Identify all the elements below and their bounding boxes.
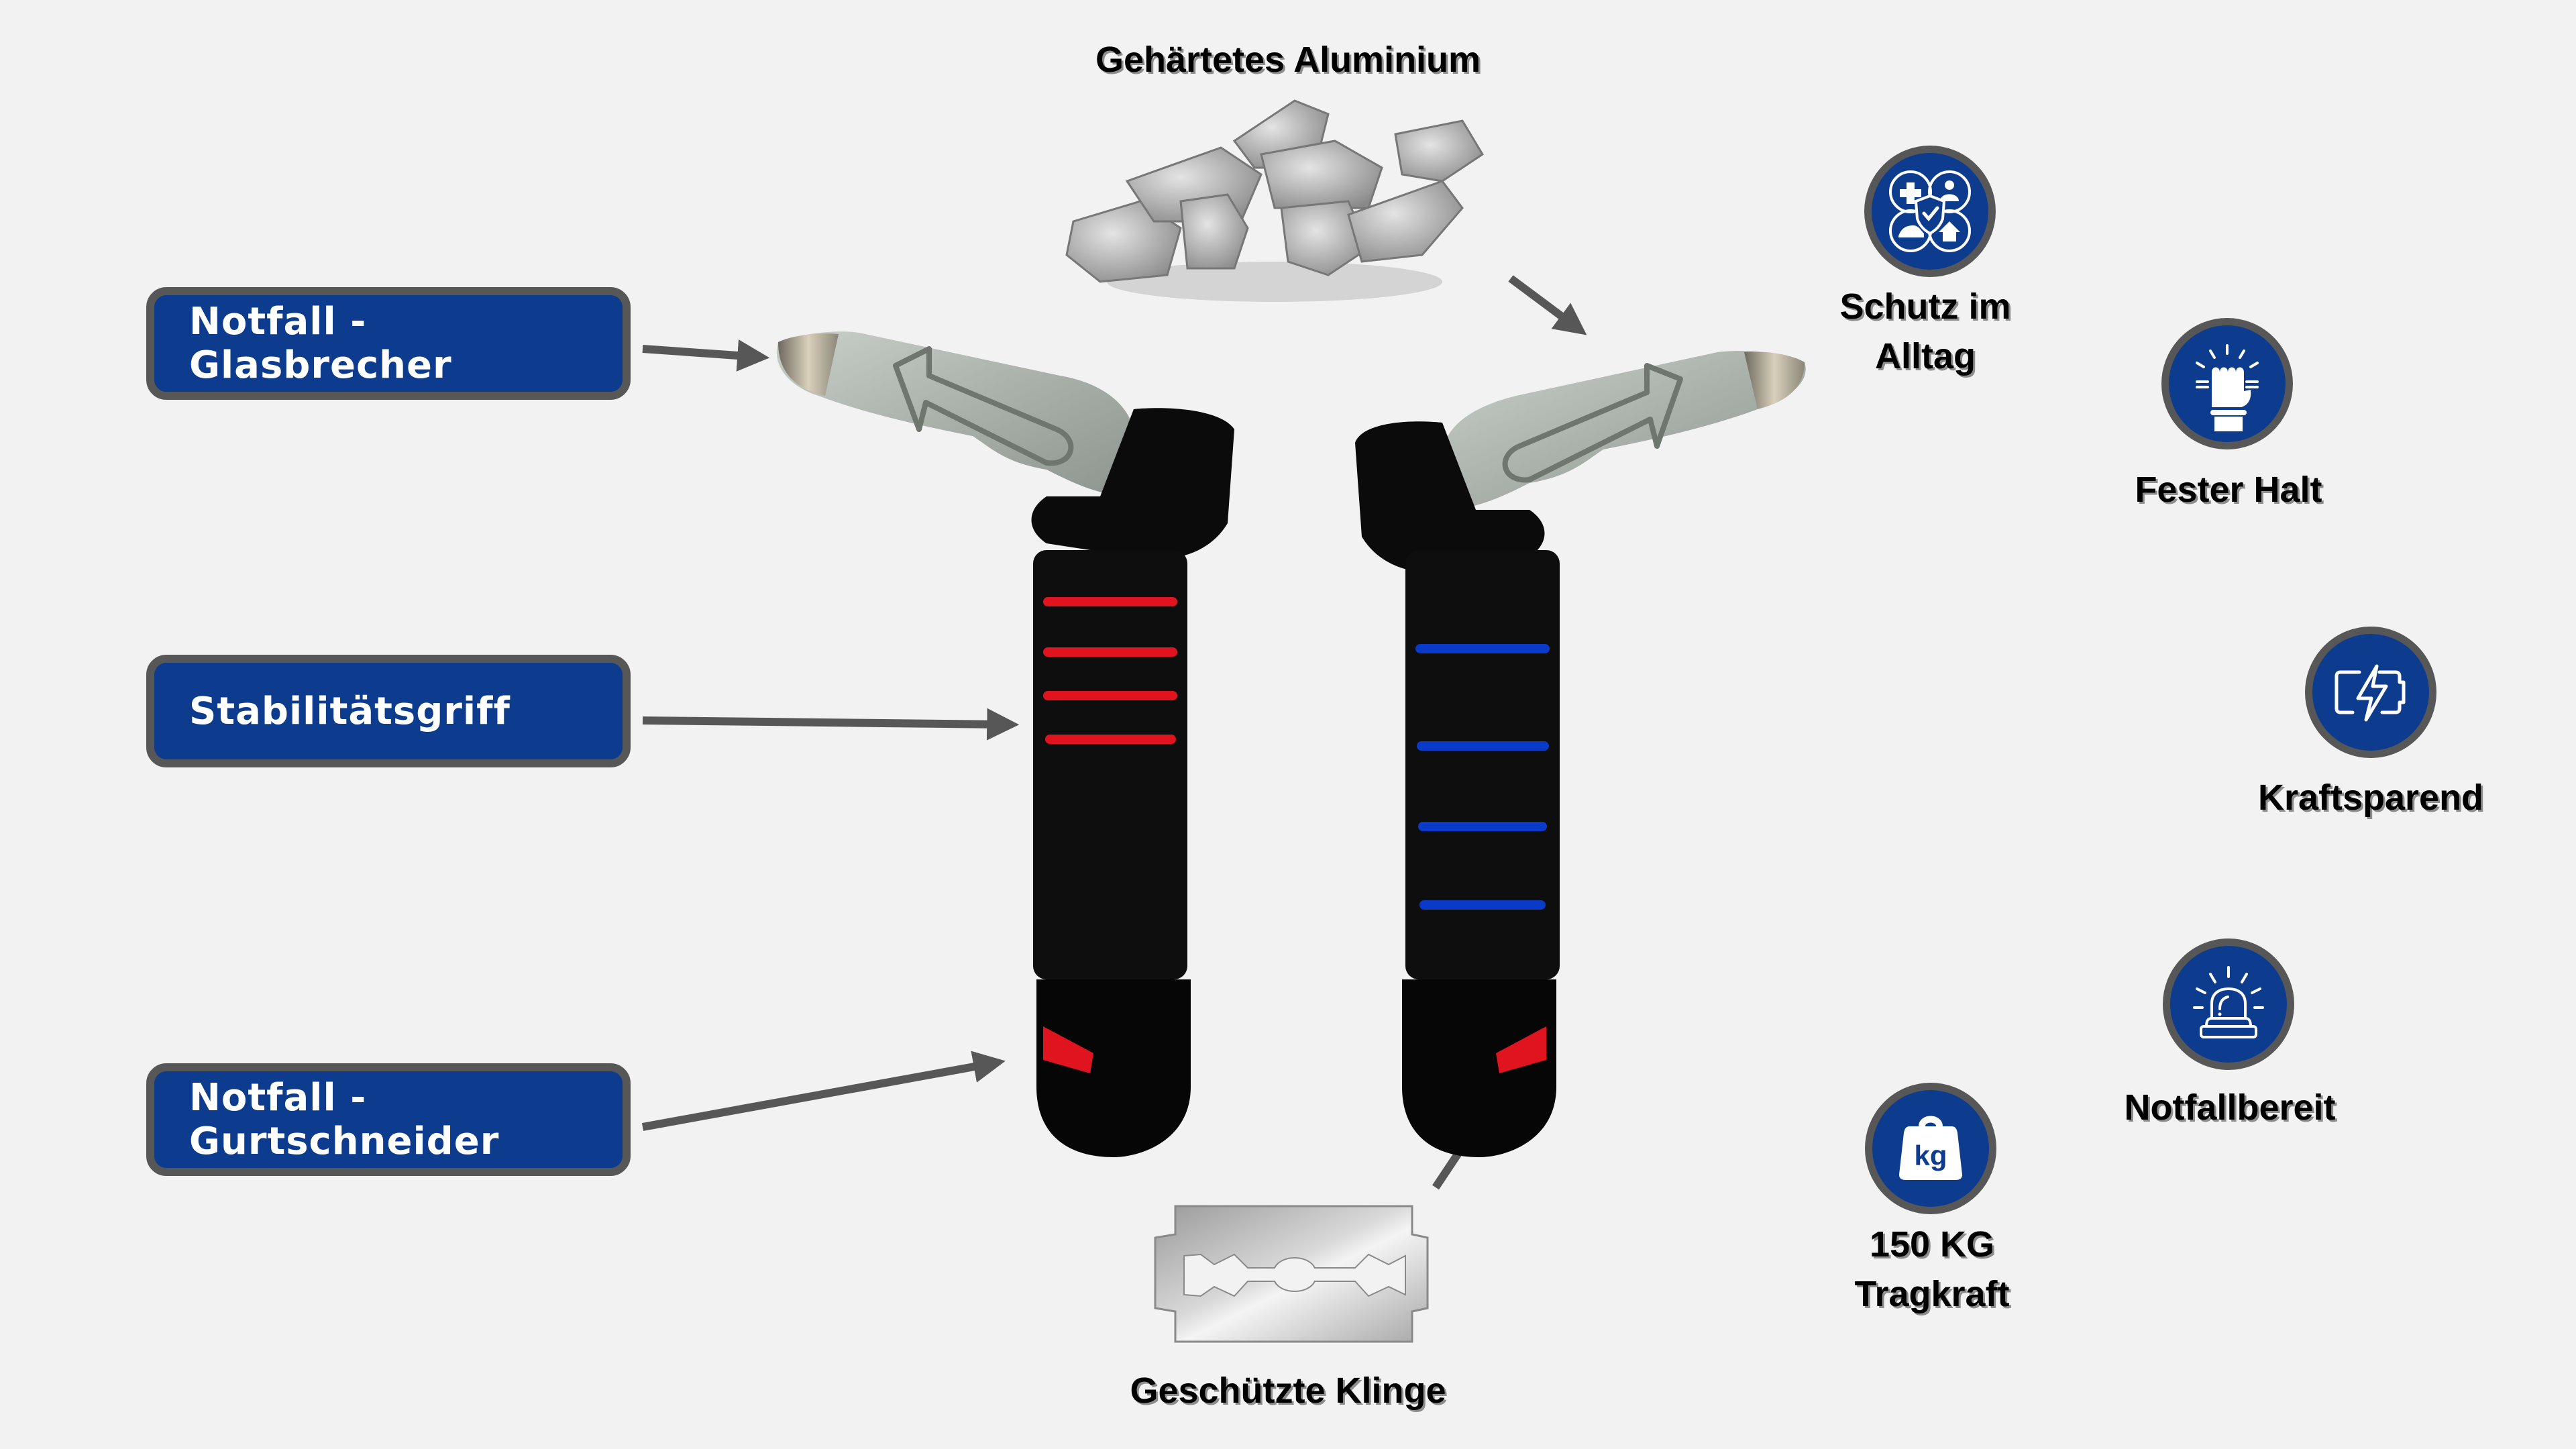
callout-glass-breaker-label: Notfall - Glasbrecher: [189, 300, 452, 387]
feature-label-load: 150 KG Tragkraft: [1854, 1224, 2010, 1314]
kg-icon-text: kg: [1914, 1140, 1947, 1171]
arrow-glass-breaker: [642, 339, 770, 372]
aluminium-caption: Gehärtetes Aluminium: [1095, 40, 1481, 80]
handle-right-image: [1355, 351, 1806, 1157]
red-grip-rings: [1043, 597, 1177, 744]
protection-icon: [1889, 170, 1971, 252]
weight-kg-icon: kg: [1899, 1116, 1962, 1180]
callout-stability-grip: Stabilitätsgriff: [146, 655, 631, 767]
arrow-stability-grip: [642, 708, 1020, 741]
feature-badge-emergency: [2163, 938, 2294, 1070]
feature-badge-load: kg: [1865, 1083, 1996, 1214]
blade-caption: Geschützte Klinge: [1130, 1371, 1446, 1411]
feature-label-energy: Kraftsparend: [2257, 777, 2484, 818]
callout-glass-breaker: Notfall - Glasbrecher: [146, 287, 631, 400]
handle-left-image: [776, 331, 1234, 1157]
feature-badge-grip: [2161, 318, 2293, 449]
battery-bolt-icon: [2334, 664, 2406, 722]
feature-badge-protection: [1864, 146, 1996, 277]
arrow-belt-cutter: [641, 1051, 1006, 1131]
callout-belt-cutter-label: Notfall - Gurtschneider: [189, 1076, 500, 1163]
blue-grip-rings: [1415, 644, 1550, 910]
feature-label-protection: Schutz im Alltag: [1839, 286, 2011, 376]
feature-badge-energy: [2305, 627, 2436, 758]
feature-label-emergency: Notfallbereit: [2124, 1087, 2336, 1128]
callout-belt-cutter: Notfall - Gurtschneider: [146, 1063, 631, 1176]
aluminium-chunks-image: [1065, 99, 1485, 302]
callout-stability-grip-label: Stabilitätsgriff: [189, 689, 511, 733]
feature-label-grip: Fester Halt: [2135, 470, 2322, 510]
fist-icon: [2196, 344, 2259, 431]
siren-icon: [2193, 966, 2264, 1038]
razor-blade-image: [1154, 1205, 1429, 1343]
arrow-aluminium: [1508, 275, 1587, 335]
